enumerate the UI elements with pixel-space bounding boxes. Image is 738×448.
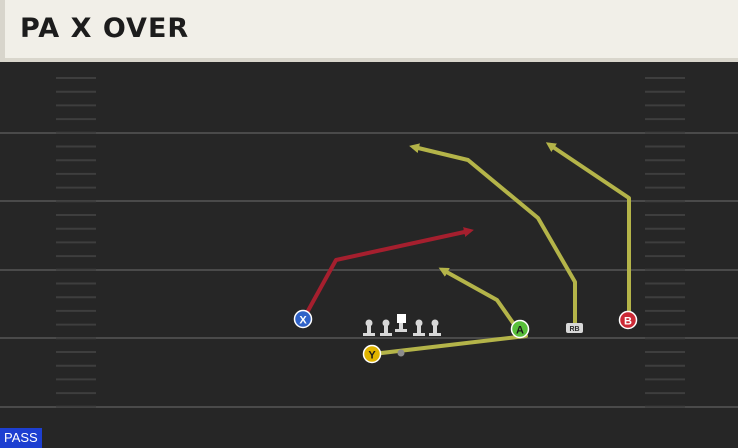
hash-marks-right — [645, 77, 685, 408]
quarterback-marker — [397, 349, 405, 357]
hash-marks-left — [56, 77, 96, 408]
a-button-label: A — [516, 325, 524, 337]
yard-lines — [0, 132, 738, 408]
play-title: PA X OVER — [20, 13, 190, 44]
center-icon — [395, 314, 407, 332]
b-button-label: B — [624, 316, 632, 328]
route-a-corner — [438, 267, 520, 332]
x-button-label: X — [299, 315, 307, 327]
route-b-go — [545, 142, 631, 320]
route-rb-wheel — [409, 143, 577, 327]
running-back-label: RB — [569, 326, 579, 333]
running-back-icon[interactable]: RB — [566, 323, 583, 333]
play-title-bar: PA X OVER — [0, 0, 738, 62]
x-button-icon[interactable]: X — [293, 309, 313, 329]
y-button-icon[interactable]: Y — [362, 344, 382, 364]
lineman-icon — [380, 319, 392, 336]
b-button-icon[interactable]: B — [618, 310, 638, 330]
route-x-dig — [302, 227, 474, 320]
field-surface — [0, 62, 738, 448]
lineman-icon — [429, 319, 441, 336]
a-button-icon[interactable]: A — [510, 319, 530, 339]
lineman-icon — [413, 319, 425, 336]
y-button-label: Y — [368, 350, 376, 362]
play-type-badge: PASS — [0, 428, 42, 448]
offensive-line — [363, 314, 441, 336]
lineman-icon — [363, 319, 375, 336]
title-bar-edge — [0, 0, 5, 62]
